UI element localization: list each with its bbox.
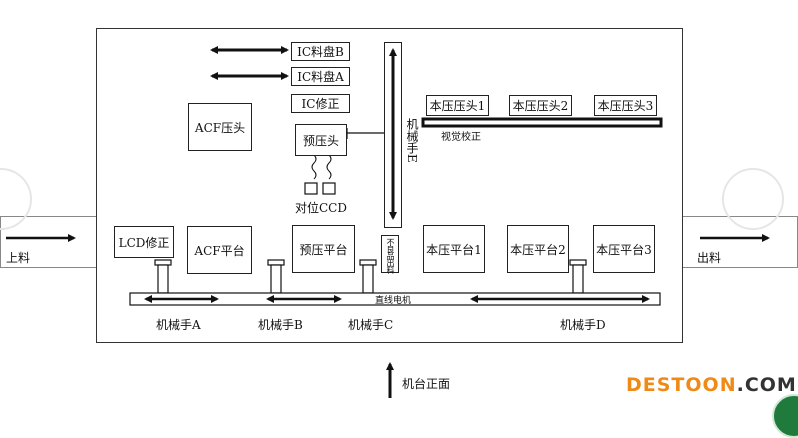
- nudge-label: 不良品出料: [386, 238, 395, 273]
- robot-e-label: 机械手E: [405, 118, 419, 163]
- robot-c-label: 机械手C: [348, 318, 394, 332]
- brand-suffix: .COM: [736, 374, 797, 396]
- nudge-box: [381, 235, 399, 273]
- diagram-lines: [6, 46, 770, 398]
- pre-platform-box: 预压平台: [292, 225, 355, 273]
- robot-b-label: 机械手B: [258, 318, 303, 332]
- vision-correct-label: 视觉校正: [441, 132, 481, 143]
- main-head-2-label: 本压压头2: [512, 99, 569, 113]
- ic-correct-box: IC修正: [291, 94, 350, 113]
- watermark-circle-right: [722, 168, 784, 230]
- tray-b-box: IC料盘B: [291, 42, 350, 61]
- ic-correct-label: IC修正: [301, 97, 340, 111]
- main-platform-1-box: 本压平台1: [423, 225, 485, 273]
- linear-motor-label: 直线电机: [375, 296, 412, 306]
- main-head-1-label: 本压压头1: [429, 99, 486, 113]
- main-head-3-box: 本压压头3: [594, 95, 657, 116]
- tray-b-label: IC料盘B: [297, 45, 344, 59]
- main-head-3-label: 本压压头3: [597, 99, 654, 113]
- align-ccd-label: 对位CCD: [295, 201, 347, 215]
- pre-press-head-label: 预压头: [302, 133, 339, 148]
- input-label: 上料: [6, 251, 31, 265]
- main-head-1-box: 本压压头1: [426, 95, 489, 116]
- ccd-wire-left: [311, 154, 317, 180]
- front-label: 机台正面: [402, 377, 451, 391]
- tray-a-label: IC料盘A: [297, 70, 344, 84]
- platform-posts: [154, 259, 587, 294]
- main-platform-3-box: 本压平台3: [593, 225, 655, 273]
- acf-platform-box: ACF平台: [187, 226, 252, 274]
- tray-a-box: IC料盘A: [291, 67, 350, 86]
- pre-press-head-box: 预压头: [295, 124, 347, 156]
- brand-name: DESTOON: [626, 374, 737, 396]
- acf-press-label: ACF压头: [194, 120, 246, 135]
- main-head-2-box: 本压压头2: [509, 95, 572, 116]
- main-platform-3-label: 本压平台3: [596, 242, 652, 257]
- main-platform-2-box: 本压平台2: [507, 225, 569, 273]
- press-head-beam: [421, 117, 663, 128]
- ccd-wire-right: [326, 154, 332, 180]
- robot-e-bar: [384, 42, 402, 228]
- brand-watermark: DESTOON.COM: [626, 374, 797, 396]
- robot-d-label: 机械手D: [560, 318, 606, 332]
- acf-press-box: ACF压头: [188, 103, 252, 151]
- robot-a-label: 机械手A: [156, 318, 201, 332]
- main-platform-2-label: 本压平台2: [510, 242, 566, 257]
- ccd-camera-left: [304, 182, 318, 195]
- acf-platform-label: ACF平台: [194, 243, 245, 258]
- main-platform-1-label: 本压平台1: [426, 242, 482, 257]
- pre-platform-label: 预压平台: [299, 242, 348, 257]
- lcd-correct-label: LCD修正: [118, 235, 170, 250]
- ccd-camera-right: [322, 182, 336, 195]
- lcd-correct-box: LCD修正: [114, 226, 174, 258]
- output-label: 出料: [697, 251, 722, 265]
